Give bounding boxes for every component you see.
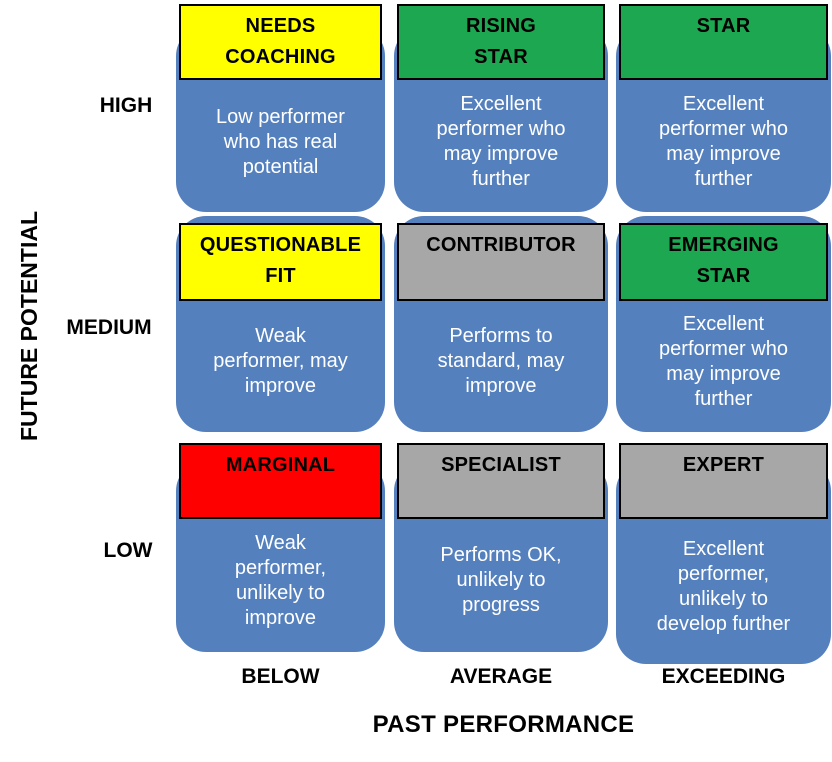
- cell-description: Excellent performer, unlikely to develop…: [656, 537, 791, 635]
- cell-title: STAR: [696, 15, 751, 37]
- x-tick-exceeding: EXCEEDING: [661, 665, 786, 688]
- cell-header: EXPERT: [619, 443, 828, 519]
- cell-high-below: NEEDS COACHING Low performer who has rea…: [176, 4, 385, 212]
- cell-header: SPECIALIST: [397, 443, 605, 519]
- cell-header: EMERGING STAR: [619, 223, 828, 301]
- cell-header: QUESTIONABLE FIT: [179, 223, 382, 301]
- cell-description: Performs to standard, may improve: [437, 325, 565, 397]
- cell-description: Weak performer, may improve: [213, 325, 348, 397]
- y-tick-low: LOW: [103, 539, 153, 562]
- cell-description: Excellent performer who may improve furt…: [659, 312, 788, 410]
- x-tick-below: BELOW: [241, 665, 320, 688]
- cell-medium-exceeding: EMERGING STAR Excellent performer who ma…: [616, 216, 831, 432]
- cell-title: RISING STAR: [465, 15, 537, 68]
- y-tick-medium: MEDIUM: [66, 316, 152, 339]
- cell-header: STAR: [619, 4, 828, 80]
- x-tick-average: AVERAGE: [449, 665, 553, 688]
- y-axis-title: FUTURE POTENTIAL: [16, 211, 42, 441]
- cell-description: Weak performer, unlikely to improve: [234, 531, 327, 629]
- cell-header: RISING STAR: [397, 4, 605, 80]
- cell-header: NEEDS COACHING: [179, 4, 382, 80]
- cell-title: NEEDS COACHING: [225, 15, 336, 68]
- x-axis-title: PAST PERFORMANCE: [372, 711, 635, 738]
- cell-medium-below: QUESTIONABLE FIT Weak performer, may imp…: [176, 216, 385, 432]
- cell-low-exceeding: EXPERT Excellent performer, unlikely to …: [616, 443, 831, 664]
- y-tick-high: HIGH: [99, 94, 153, 117]
- cell-description: Low performer who has real potential: [216, 105, 345, 178]
- cell-title: EMERGING STAR: [668, 234, 779, 287]
- cell-title: CONTRIBUTOR: [426, 234, 576, 256]
- cell-description: Excellent performer who may improve furt…: [436, 93, 566, 190]
- cell-header: CONTRIBUTOR: [397, 223, 605, 301]
- cell-description: Excellent performer who may improve furt…: [659, 93, 788, 190]
- cell-title: SPECIALIST: [441, 454, 561, 476]
- cell-medium-average: CONTRIBUTOR Performs to standard, may im…: [394, 216, 608, 432]
- cell-title: EXPERT: [682, 454, 765, 476]
- cell-header: MARGINAL: [179, 443, 382, 519]
- cell-title: MARGINAL: [225, 454, 336, 476]
- cell-high-average: RISING STAR Excellent performer who may …: [394, 4, 608, 212]
- cell-low-average: SPECIALIST Performs OK, unlikely to prog…: [394, 443, 608, 652]
- cell-low-below: MARGINAL Weak performer, unlikely to imp…: [176, 443, 385, 652]
- cell-description: Performs OK, unlikely to progress: [440, 544, 562, 616]
- cell-title: QUESTIONABLE FIT: [199, 234, 362, 287]
- cell-high-exceeding: STAR Excellent performer who may improve…: [616, 4, 831, 212]
